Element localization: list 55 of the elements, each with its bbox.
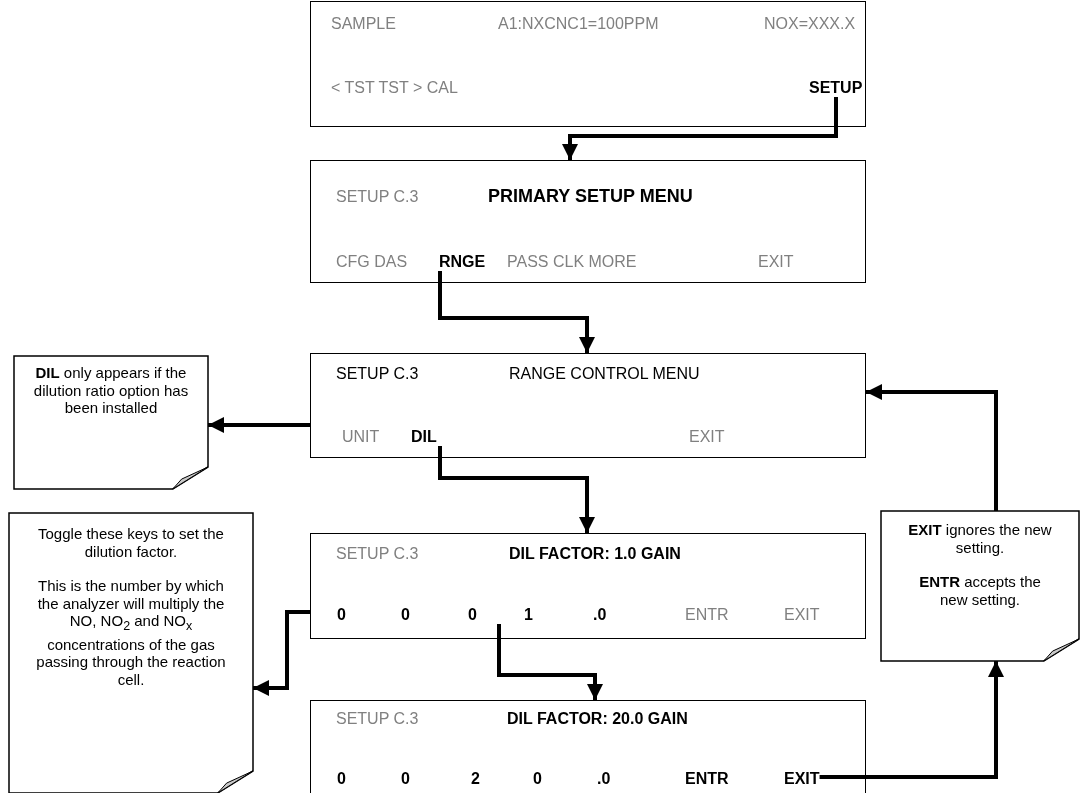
note-box	[881, 511, 1079, 661]
display-screen	[310, 533, 866, 639]
display-text: SETUP C.3	[336, 545, 419, 563]
display-text: 0	[337, 606, 346, 624]
display-text: PASS CLK MORE	[507, 253, 637, 271]
display-text: 2	[471, 770, 480, 788]
display-screen	[310, 1, 866, 127]
key-label: SETUP	[809, 79, 863, 97]
display-text: SETUP C.3	[336, 365, 419, 383]
display-text: ENTR	[685, 606, 729, 624]
arrow	[866, 384, 998, 511]
arrow	[253, 610, 310, 696]
display-screen	[310, 700, 866, 793]
arrow	[562, 97, 838, 160]
arrow	[438, 271, 595, 353]
display-screen	[310, 160, 866, 283]
display-text: UNIT	[342, 428, 380, 446]
arrow	[497, 624, 603, 700]
display-text: RANGE CONTROL MENU	[509, 365, 700, 383]
display-text: CFG DAS	[336, 253, 408, 271]
display-text: NOX=XXX.X	[764, 15, 856, 33]
display-text: DIL FACTOR: 20.0 GAIN	[507, 710, 688, 728]
arrow	[208, 417, 310, 433]
note-text: This is the number by which the analyzer will multiply the NO, NO$_{2}$ and NO$_{x}$ concentrations of the gas passing through the reaction cell.	[35, 577, 227, 688]
note-text: Toggle these keys to set the dilution factor.	[37, 525, 225, 560]
display-text: 0	[401, 770, 410, 788]
note-text: ENTR accepts the new setting.	[918, 573, 1042, 608]
display-text: DIL FACTOR: 1.0 GAIN	[509, 545, 681, 563]
note-text: DIL only appears if the dilution ratio option has been installed	[32, 364, 190, 417]
arrow	[819, 661, 1004, 779]
display-text: A1:NXCNC1=100PPM	[498, 15, 659, 33]
display-text: EXIT	[758, 253, 794, 271]
display-text: SETUP C.3	[336, 710, 419, 728]
display-text: 0	[401, 606, 410, 624]
display-screen	[310, 353, 866, 458]
key-label: RNGE	[439, 253, 486, 271]
display-text: SAMPLE	[331, 15, 396, 33]
display-text: 1	[524, 606, 533, 624]
key-label: EXIT	[784, 770, 820, 788]
display-text: 0	[533, 770, 542, 788]
note-box	[14, 356, 208, 489]
display-text: 0	[337, 770, 346, 788]
display-text: EXIT	[784, 606, 820, 624]
display-text: PRIMARY SETUP MENU	[488, 187, 693, 205]
display-text: EXIT	[689, 428, 725, 446]
display-text: ENTR	[685, 770, 729, 788]
note-text: EXIT ignores the new setting.	[907, 521, 1053, 556]
display-text: .0	[597, 770, 611, 788]
note-box	[9, 513, 253, 793]
display-text: .0	[593, 606, 607, 624]
arrow	[438, 446, 595, 533]
display-text: SETUP C.3	[336, 188, 419, 206]
key-label: DIL	[411, 428, 437, 446]
display-text: < TST TST > CAL	[331, 79, 458, 97]
key-label: 0	[468, 606, 477, 624]
